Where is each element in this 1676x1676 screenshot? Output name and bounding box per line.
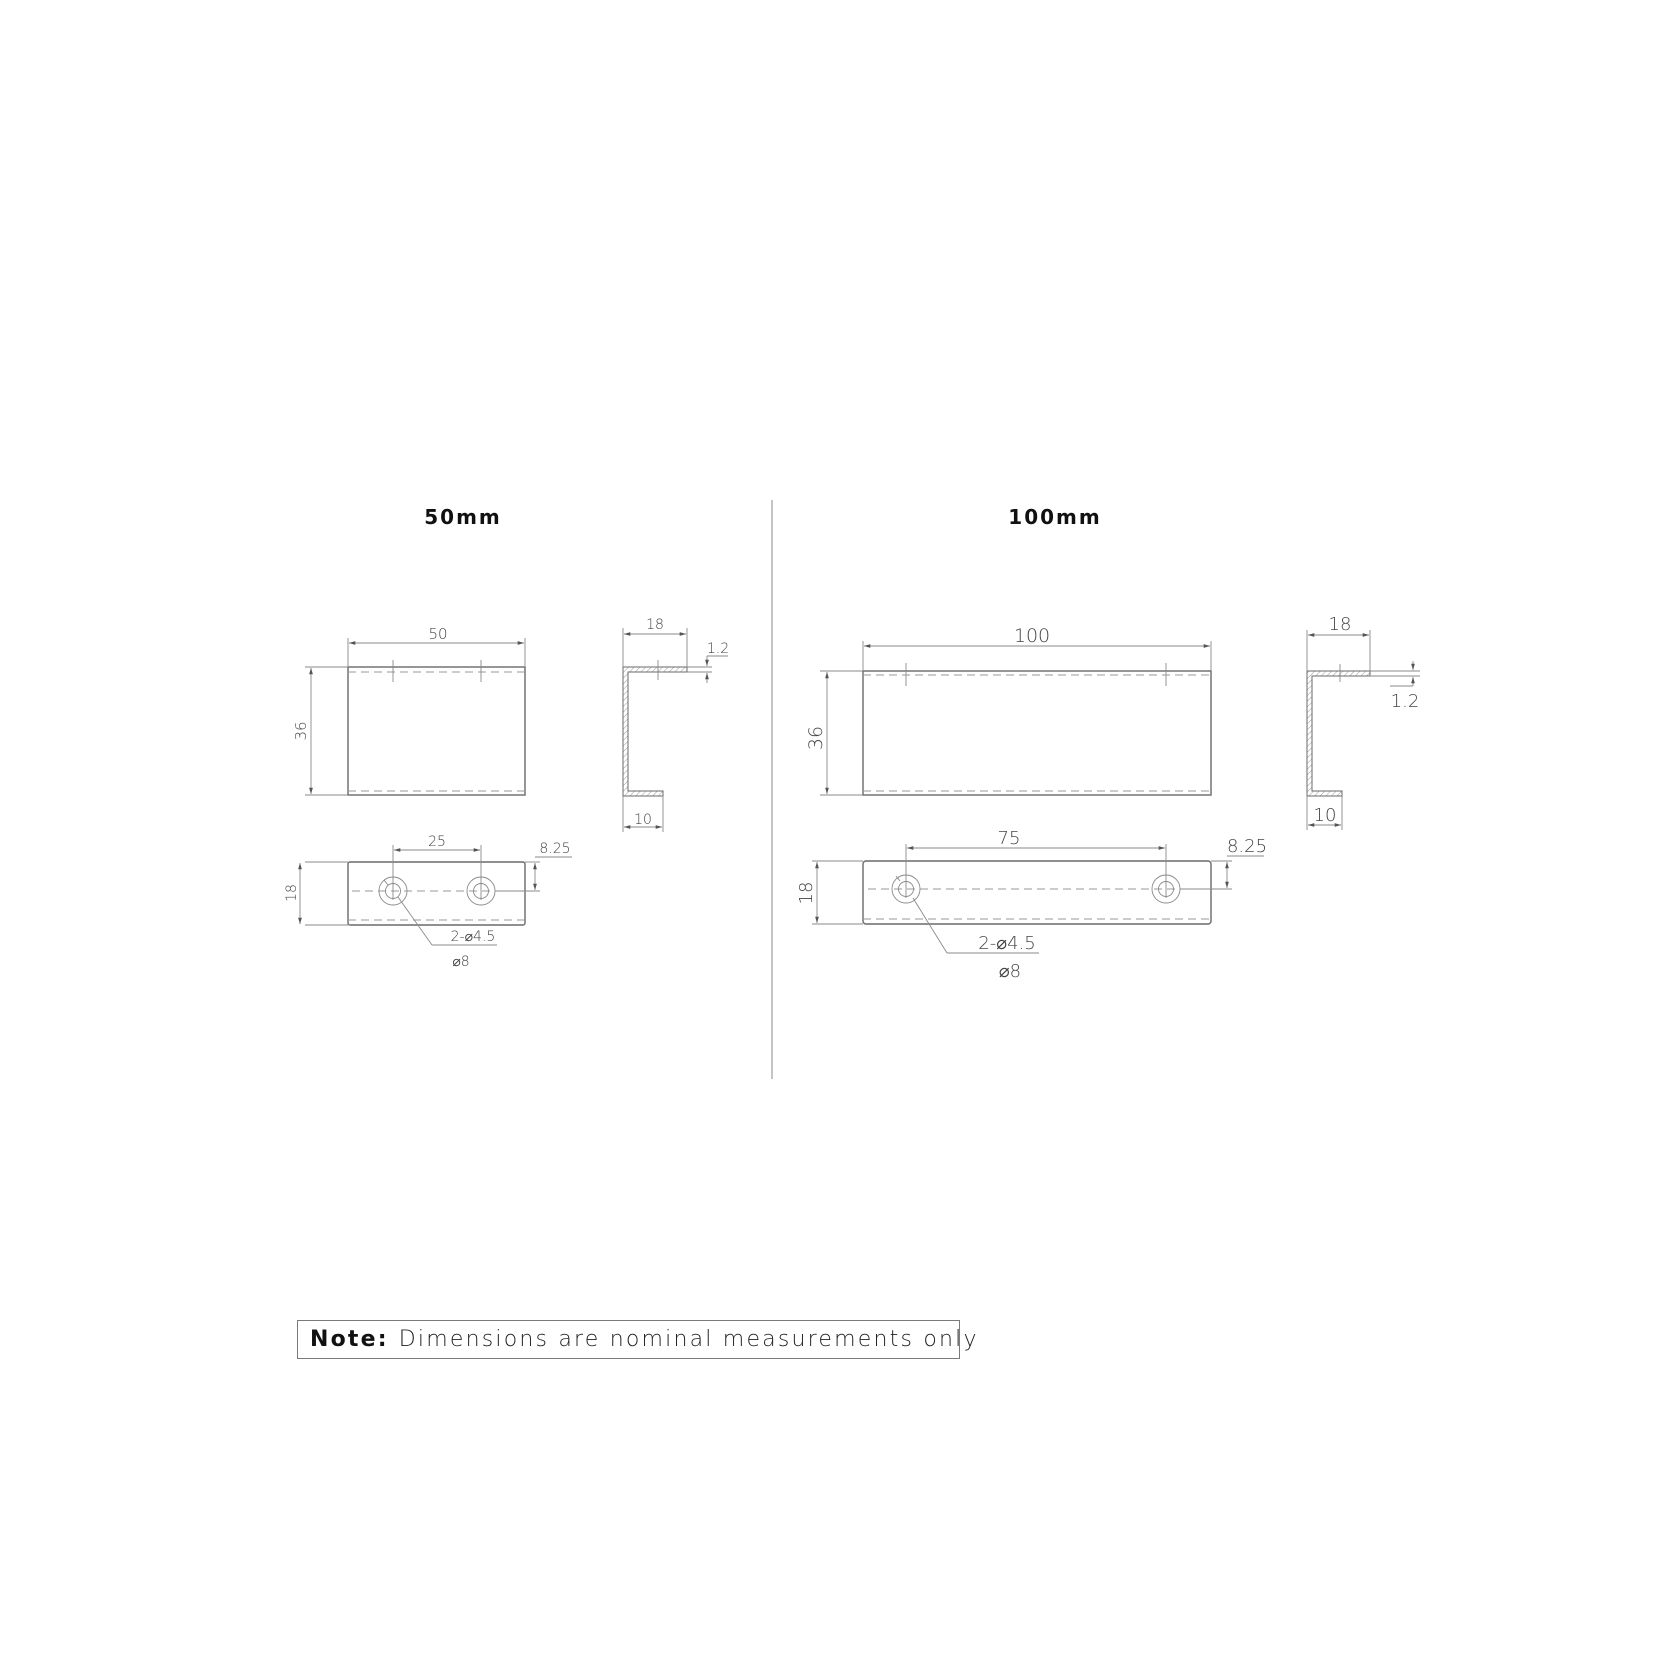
side-profile: 18 1.2 10 xyxy=(622,617,729,832)
height-label: 36 xyxy=(292,721,310,740)
note-label: Note: xyxy=(310,1327,389,1352)
width-label: 100 xyxy=(1014,625,1050,647)
hole-spacing-label: 25 xyxy=(428,834,446,850)
height-label: 36 xyxy=(805,726,827,750)
drawing-50mm: 50mm 50 36 18 xyxy=(284,505,729,970)
bottom-flange-label: 10 xyxy=(1314,805,1337,826)
front-view: 100 36 xyxy=(805,625,1212,796)
drawing-title: 100mm xyxy=(1008,505,1101,529)
hole-spacing-label: 75 xyxy=(998,828,1021,849)
note-box: Note: Dimensions are nominal measurement… xyxy=(297,1320,976,1359)
note-text: Dimensions are nominal measurements only xyxy=(398,1327,979,1352)
bottom-flange-label: 10 xyxy=(634,812,652,828)
counterbore-callout: ⌀8 xyxy=(999,961,1021,982)
hole-callout-diameter: 2-⌀4.5 xyxy=(451,929,496,945)
front-view: 50 36 xyxy=(292,625,526,796)
top-flange-label: 18 xyxy=(646,617,664,633)
bottom-view: 75 8.25 18 2-⌀4.5 ⌀8 xyxy=(796,828,1267,982)
hole-callout-diameter: 2-⌀4.5 xyxy=(978,933,1035,954)
depth-label: 18 xyxy=(284,884,300,902)
hole-offset-label: 8.25 xyxy=(539,841,570,857)
thickness-label: 1.2 xyxy=(1391,691,1420,712)
counterbore-callout: ⌀8 xyxy=(452,954,469,970)
drawing-100mm: 100mm 100 36 18 xyxy=(796,505,1420,982)
width-label: 50 xyxy=(428,625,447,643)
hole-offset-label: 8.25 xyxy=(1227,836,1267,857)
depth-label: 18 xyxy=(796,882,817,905)
drawing-title: 50mm xyxy=(424,505,502,529)
side-profile: 18 1.2 10 xyxy=(1306,614,1420,830)
thickness-label: 1.2 xyxy=(707,641,729,657)
bottom-view: 25 8.25 18 2-⌀4.5 ⌀8 xyxy=(284,834,572,970)
top-flange-label: 18 xyxy=(1329,614,1352,635)
